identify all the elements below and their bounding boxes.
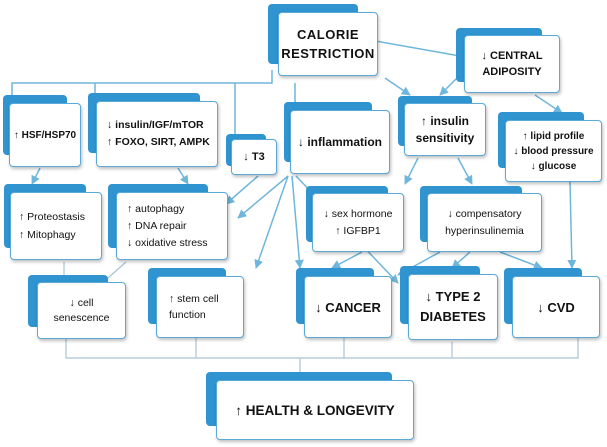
- node-hyperinsulinemia: ↓ compensatory hyperinsulinemia: [420, 186, 544, 254]
- inflammation-line-1: ↓ inflammation: [297, 135, 382, 149]
- node-diabetes: ↓ TYPE 2 DIABETES: [400, 266, 500, 342]
- connector-hsf-proteostasis: [31, 167, 41, 185]
- proteostasis-line-2: ↑ Mitophagy: [19, 229, 76, 241]
- proteostasis-line-1: ↑ Proteostasis: [19, 211, 85, 223]
- node-cvd: ↓ CVD: [504, 268, 602, 340]
- node-stem-cell: ↑ stem cell function: [148, 268, 246, 340]
- cancer-line-1: ↓ CANCER: [315, 299, 381, 315]
- connector-t3-autophagy: [225, 175, 259, 205]
- lipid-profile-line-2: ↓ blood pressure: [513, 145, 594, 157]
- autophagy-line-1: ↑ autophagy: [127, 202, 185, 215]
- stem-cell-line-1: ↑ stem cell: [169, 293, 219, 305]
- connector-hyperinsulinemia-diabetes: [451, 251, 471, 269]
- connector-top-bus: [11, 70, 273, 97]
- calorie-restriction-line-1: CALORIE: [297, 27, 359, 42]
- node-autophagy: ↑ autophagy ↑ DNA repair ↓ oxidative str…: [108, 184, 230, 262]
- node-central-adiposity: ↓ CENTRAL ADIPOSITY: [456, 28, 562, 96]
- connector-cr-sensitivity: [384, 77, 411, 96]
- node-sex-hormone: ↓ sex hormone ↑ IGFBP1: [306, 186, 406, 254]
- stem-cell-line-2: function: [169, 309, 206, 321]
- connector-hyperinsulinemia-cvd: [499, 251, 543, 270]
- connector-inflammation-autophagy: [237, 175, 289, 219]
- hyperinsulinemia-line-2: hyperinsulinemia: [445, 224, 524, 237]
- node-cancer: ↓ CANCER: [296, 268, 394, 340]
- node-inflammation: ↓ inflammation: [284, 102, 392, 176]
- node-hsf: ↑ HSF/HSP70: [3, 95, 83, 169]
- insulin-sensitivity-line-2: sensitivity: [415, 130, 475, 145]
- t3-line-1: ↓ T3: [243, 151, 265, 163]
- connector-insulin-autophagy: [177, 167, 189, 185]
- cvd-line-1: ↓ CVD: [537, 299, 575, 315]
- node-insulin-sensitivity: ↑ insulin sensitivity: [398, 96, 488, 158]
- node-health-longevity: ↑ HEALTH & LONGEVITY: [206, 372, 416, 442]
- connector-sexhormone-cancer: [331, 251, 363, 269]
- connector-adiposity-lipid: [534, 94, 563, 114]
- node-proteostasis: ↑ Proteostasis ↑ Mitophagy: [4, 184, 104, 262]
- health-longevity-line-1: ↑ HEALTH & LONGEVITY: [235, 402, 395, 418]
- node-lipid-profile: ↑ lipid profile ↓ blood pressure ↓ gluco…: [498, 112, 604, 184]
- diabetes-line-2: DIABETES: [420, 309, 486, 324]
- diabetes-line-1: ↓ TYPE 2: [425, 289, 481, 304]
- node-calorie-restriction: CALORIE RESTRICTION: [268, 4, 380, 78]
- calorie-restriction-line-2: RESTRICTION: [281, 46, 375, 61]
- cell-senescence-line-2: senescence: [53, 311, 110, 324]
- autophagy-line-2: ↑ DNA repair: [127, 219, 187, 232]
- connector-inflammation-stemcell: [254, 175, 289, 269]
- cell-senescence-line-1: ↓ cell: [69, 296, 94, 309]
- sex-hormone-line-2: ↑ IGFBP1: [335, 224, 381, 237]
- connector-sensitivity-hyperinsulinemia: [457, 157, 473, 185]
- connector-inflammation-cancer: [291, 175, 304, 269]
- insulin-igf-line-2: ↑ FOXO, SIRT, AMPK: [107, 136, 210, 148]
- central-adiposity-line-1: ↓ CENTRAL: [481, 50, 543, 62]
- lipid-profile-line-1: ↑ lipid profile: [522, 130, 585, 142]
- insulin-sensitivity-line-1: ↑ insulin: [421, 113, 469, 128]
- sex-hormone-line-1: ↓ sex hormone: [323, 207, 393, 220]
- hsf-line-1: ↑ HSF/HSP70: [13, 129, 77, 141]
- connector-cr-adiposity: [369, 39, 461, 57]
- node-insulin-igf: ↓ insulin/IGF/mTOR ↑ FOXO, SIRT, AMPK: [88, 93, 220, 169]
- connector-sensitivity-sexhormone: [404, 157, 419, 185]
- node-cell-senescence: ↓ cell senescence: [28, 275, 128, 341]
- node-t3: ↓ T3: [226, 134, 278, 176]
- hyperinsulinemia-line-1: ↓ compensatory: [447, 207, 522, 220]
- connector-bottom-bus: [65, 338, 579, 359]
- lipid-profile-line-3: ↓ glucose: [530, 160, 577, 172]
- insulin-igf-line-1: ↓ insulin/IGF/mTOR: [107, 119, 204, 131]
- connector-lipid-cvd: [567, 181, 577, 269]
- autophagy-line-3: ↓ oxidative stress: [127, 236, 208, 249]
- central-adiposity-line-2: ADIPOSITY: [482, 66, 542, 78]
